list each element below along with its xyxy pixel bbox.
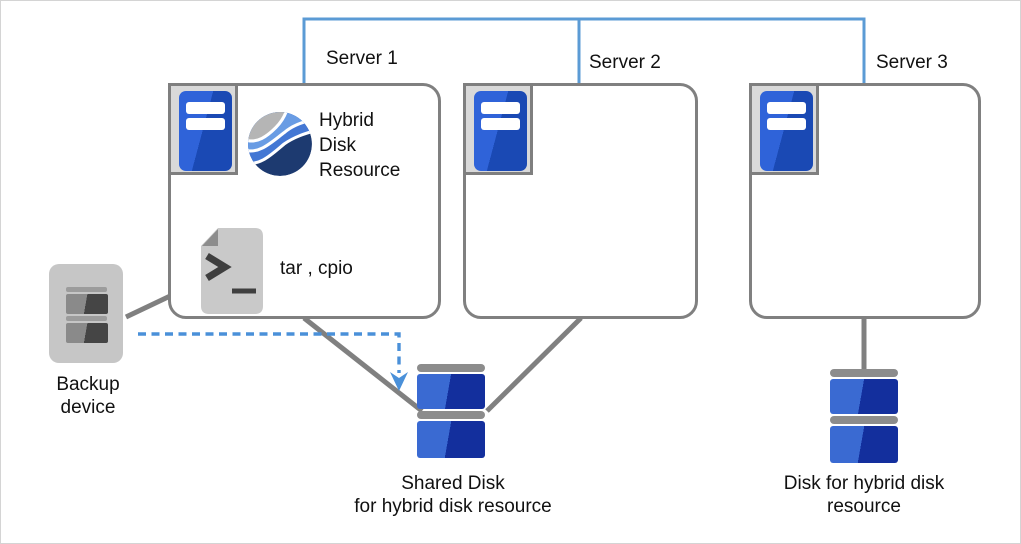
shared-disk-label-line2: for hybrid disk resource: [354, 496, 552, 517]
disk-cap: [417, 364, 485, 372]
server2-label: Server 2: [589, 52, 661, 73]
hybrid-label-line3: Resource: [319, 160, 401, 181]
server-slot-bar: [767, 118, 806, 130]
hybrid-label-line1: Hybrid: [319, 110, 374, 131]
server-slot-bar: [767, 102, 806, 114]
hybrid-disk-resource-icon: [248, 112, 312, 176]
disk-body: [830, 426, 898, 463]
server-slot-bar: [481, 102, 520, 114]
backup-slot: [66, 294, 108, 314]
server1-label: Server 1: [326, 48, 398, 69]
hybrid-disk-icon: [830, 369, 898, 463]
backup-slot-bar: [66, 316, 107, 321]
server2-to-shared-disk-line: [485, 316, 583, 413]
hybrid-disk-label: Disk for hybrid disk resource: [744, 472, 984, 518]
server-icon: [749, 83, 819, 175]
server-unit: [179, 91, 232, 171]
backup-arrow-head: [390, 372, 408, 391]
disk-cap: [830, 369, 898, 377]
hybrid-disk-resource-label: Hybrid Disk Resource: [319, 108, 400, 183]
backup-device-icon: [49, 264, 123, 363]
backup-slot-bar: [66, 287, 107, 292]
shared-disk-label: Shared Disk for hybrid disk resource: [322, 472, 584, 518]
shared-disk-label-line1: Shared Disk: [401, 473, 505, 494]
disk-body: [830, 379, 898, 414]
server3-label: Server 3: [876, 52, 948, 73]
server-slot-bar: [186, 102, 225, 114]
script-file-icon: [201, 228, 263, 314]
backup-tools-label: tar , cpio: [280, 258, 353, 279]
disk-body: [417, 374, 485, 409]
disk-cap: [830, 416, 898, 424]
server1-to-shared-disk-line: [302, 316, 424, 413]
disk-body: [417, 421, 485, 458]
backup-device-label: Backup device: [28, 373, 148, 419]
backup-slot: [66, 323, 108, 343]
server-unit: [474, 91, 527, 171]
shared-disk-icon: [417, 364, 485, 458]
backup-device-label-line1: Backup: [56, 374, 120, 395]
backup-arrow-dashed-line: [138, 332, 401, 373]
server-slot-bar: [186, 118, 225, 130]
hybrid-label-line2: Disk: [319, 135, 356, 156]
server-icon: [168, 83, 238, 175]
hybrid-disk-label-line2: resource: [827, 496, 901, 517]
hybrid-disk-label-line1: Disk for hybrid disk: [783, 473, 945, 494]
backup-device-label-line2: device: [60, 397, 116, 418]
disk-cap: [417, 411, 485, 419]
server-icon: [463, 83, 533, 175]
server-slot-bar: [481, 118, 520, 130]
server-unit: [760, 91, 813, 171]
interconnect-line: [302, 17, 866, 85]
